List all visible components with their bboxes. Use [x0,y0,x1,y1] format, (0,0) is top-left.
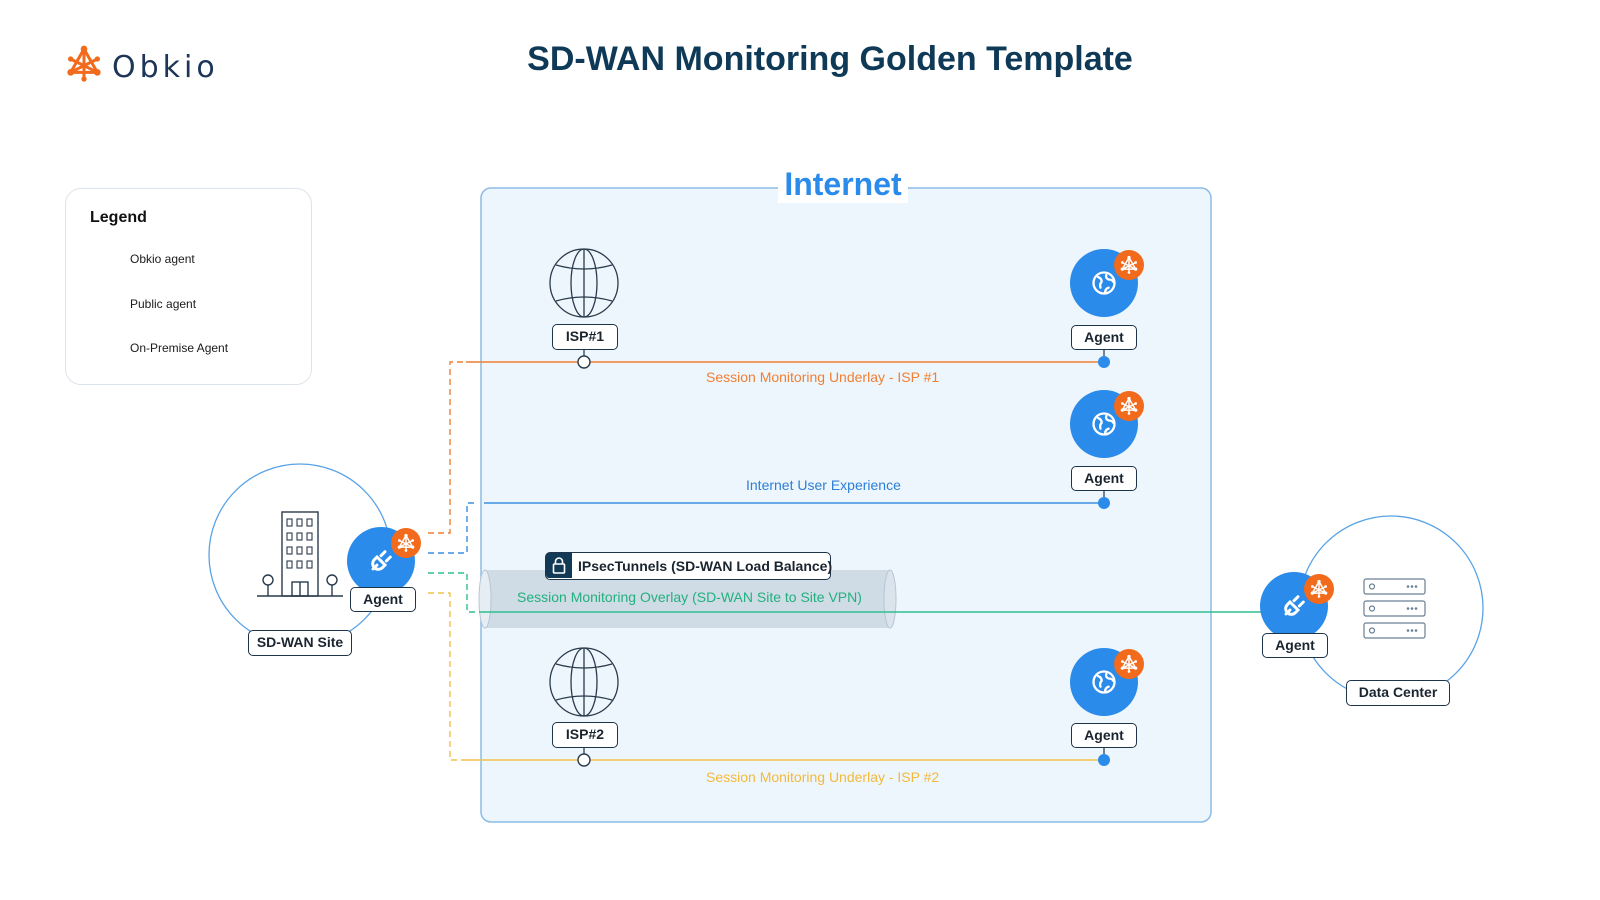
isp2-endpoint [577,753,591,767]
underlay-isp2-connector [428,592,466,761]
isp2-public-agent-icon [1070,648,1144,716]
ux-public-agent-icon [1070,390,1144,458]
underlay-isp1-label: Session Monitoring Underlay - ISP #1 [706,369,940,385]
site-agent-label: Agent [350,587,416,612]
isp1-endpoint [577,355,591,369]
lock-icon [546,553,572,578]
ipsec-tunnel-label: IPsecTunnels (SD-WAN Load Balance) [578,558,833,574]
dc-agent-label: Agent [1262,633,1328,658]
server-rack-icon [1363,578,1426,639]
overlay-connector [428,572,484,613]
overlay-label: Session Monitoring Overlay (SD-WAN Site … [517,589,862,605]
legend-label-obkio-agent: Obkio agent [130,252,195,266]
internet-title: Internet [778,166,908,203]
logo-wordmark: Obkio [112,50,219,85]
ux-agent-endpoint [1098,497,1110,509]
legend-label-public-agent: Public agent [130,297,197,311]
underlay-isp2-label: Session Monitoring Underlay - ISP #2 [706,769,940,785]
site-onpremise-agent-icon [347,527,421,595]
underlay-isp1-connector [428,361,466,534]
ux-agent-label: Agent [1071,466,1137,491]
data-center-label: Data Center [1346,680,1450,706]
isp1-public-agent-icon [1070,249,1144,317]
isp1-agent-label: Agent [1071,325,1137,350]
isp2-agent-label: Agent [1071,723,1137,748]
isp2-globe-icon [549,647,619,717]
legend-label-onpremise-agent: On-Premise Agent [130,341,229,355]
legend-title: Legend [90,209,147,226]
sdwan-site-label: SD-WAN Site [248,630,352,656]
isp1-agent-endpoint [1098,356,1110,368]
isp2-label: ISP#2 [552,722,618,748]
isp1-globe-icon [549,248,619,318]
isp2-agent-endpoint [1098,754,1110,766]
isp1-label: ISP#1 [552,324,618,350]
dc-onpremise-agent-icon [1260,572,1334,640]
building-icon [257,511,343,597]
user-experience-connector [428,502,474,554]
page-title: SD-WAN Monitoring Golden Template [527,40,1133,78]
user-experience-label: Internet User Experience [746,477,901,493]
legend-panel: Legend [65,188,312,385]
ipsec-tunnel-tag: IPsecTunnels (SD-WAN Load Balance) [545,552,833,580]
